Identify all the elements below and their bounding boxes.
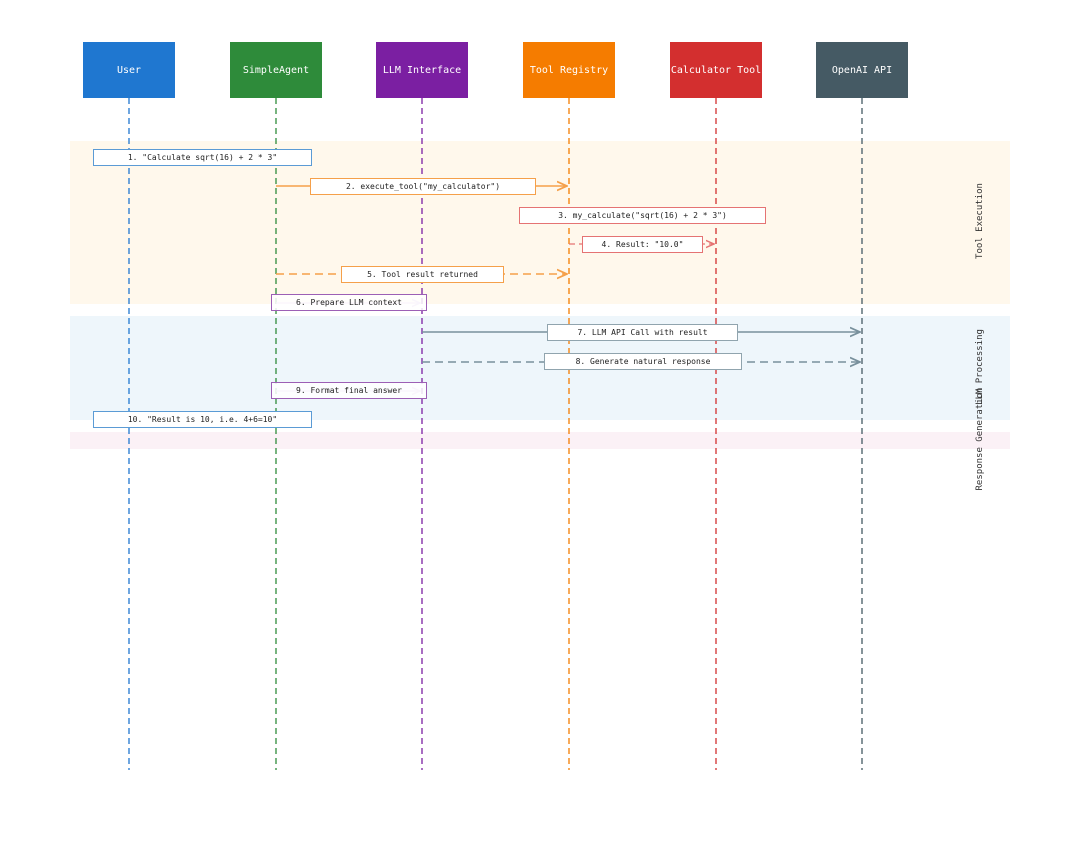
message-6: 6. Prepare LLM context [271, 294, 427, 311]
phase-band-response-generation [70, 432, 1010, 449]
actor-label: LLM Interface [382, 64, 462, 76]
actor-openai-api: OpenAI API [816, 42, 908, 98]
message-text: 4. Result: "10.0" [601, 240, 684, 249]
message-text: 8. Generate natural response [575, 357, 711, 366]
message-text: 3. my_calculate("sqrt(16) + 2 * 3") [558, 211, 727, 220]
message-10: 10. "Result is 10, i.e. 4+6=10" [93, 411, 312, 428]
message-text: 1. "Calculate sqrt(16) + 2 * 3" [127, 153, 278, 162]
actor-calculator-tool: Calculator Tool [670, 42, 762, 98]
actor-label: User [116, 64, 142, 76]
message-text: 5. Tool result returned [367, 270, 478, 279]
phase-label-response-generation: Response Generation [975, 387, 985, 491]
actor-llm-interface: LLM Interface [376, 42, 468, 98]
message-3: 3. my_calculate("sqrt(16) + 2 * 3") [519, 207, 766, 224]
actor-label: Tool Registry [529, 64, 609, 76]
message-text: 2. execute_tool("my_calculator") [345, 182, 501, 191]
message-1: 1. "Calculate sqrt(16) + 2 * 3" [93, 149, 312, 166]
actor-label: SimpleAgent [242, 64, 310, 76]
message-7: 7. LLM API Call with result [547, 324, 738, 341]
message-text: 6. Prepare LLM context [296, 298, 402, 307]
message-8: 8. Generate natural response [544, 353, 742, 370]
actor-tool-registry: Tool Registry [523, 42, 615, 98]
message-text: 9. Format final answer [296, 386, 402, 395]
actor-user: User [83, 42, 175, 98]
message-text: 7. LLM API Call with result [577, 328, 708, 337]
message-text: 10. "Result is 10, i.e. 4+6=10" [127, 415, 278, 424]
actor-label: OpenAI API [831, 64, 893, 76]
message-9: 9. Format final answer [271, 382, 427, 399]
message-5: 5. Tool result returned [341, 266, 504, 283]
message-2: 2. execute_tool("my_calculator") [310, 178, 536, 195]
actor-label: Calculator Tool [670, 64, 762, 76]
actor-simpleagent: SimpleAgent [230, 42, 322, 98]
message-4: 4. Result: "10.0" [582, 236, 703, 253]
